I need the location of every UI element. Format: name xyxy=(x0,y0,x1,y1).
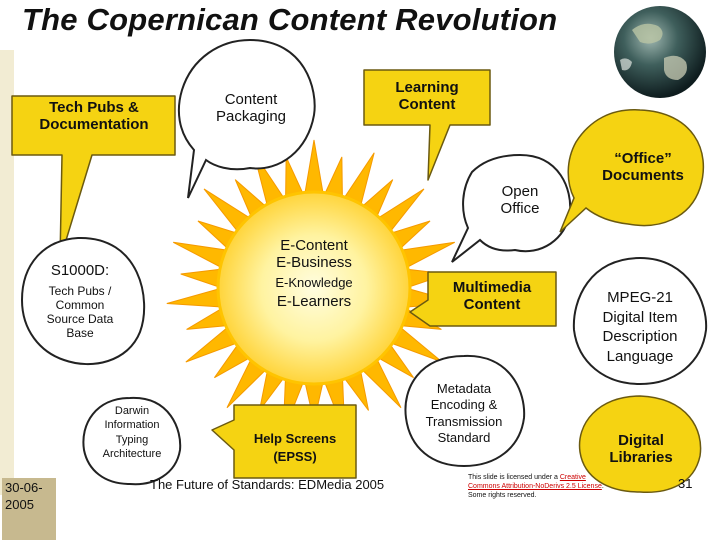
content-packaging-label: Content Packaging xyxy=(196,91,306,126)
content-packaging-bubble xyxy=(177,38,316,199)
mpeg21-line2: Digital Item xyxy=(602,308,678,326)
mpeg21-bubble xyxy=(572,256,708,386)
help-screens-callout-shape xyxy=(211,404,357,479)
darwin-line3: Typing xyxy=(115,433,149,446)
multimedia-label: Multimedia Content xyxy=(432,279,552,314)
s1000d-line2: Common xyxy=(55,298,105,313)
metadata-line1: Metadata xyxy=(436,381,492,396)
s1000d-heading: S1000D: xyxy=(50,262,110,279)
learning-content-line1: Learning xyxy=(395,79,459,96)
slide-title: The Copernican Content Revolution xyxy=(22,2,558,37)
digital-libraries-line1: Digital xyxy=(618,432,664,449)
multimedia-line2: Content xyxy=(463,296,521,314)
office-documents-line2: Documents xyxy=(602,167,684,185)
footer-center-text: The Future of Standards: EDMedia 2005 xyxy=(150,477,385,492)
footer-date: 30-06- 2005 xyxy=(2,478,56,540)
mpeg21-line1: MPEG-21 xyxy=(607,289,673,306)
help-screens-line2: (EPSS) xyxy=(273,448,317,464)
globe-icon xyxy=(614,6,706,98)
help-screens-label: Help Screens (EPSS) xyxy=(238,430,352,465)
tech-pubs-line1: Tech Pubs & xyxy=(49,99,139,116)
metadata-line3: Transmission xyxy=(425,413,503,429)
footer-date-line1: 30-06- xyxy=(5,480,43,495)
content-packaging-line1: Content xyxy=(224,91,278,108)
tech-pubs-line2: Documentation xyxy=(39,116,149,134)
s1000d-label: S1000D: Tech Pubs / Common Source Data B… xyxy=(24,262,136,340)
s1000d-line1: Tech Pubs / xyxy=(48,284,112,299)
mpeg21-line3: Description xyxy=(602,328,678,345)
metadata-line2: Encoding & xyxy=(430,397,498,413)
learning-content-callout-shape xyxy=(363,69,491,181)
sun-label-line1: E-Content xyxy=(280,237,348,254)
digital-libraries-line2: Libraries xyxy=(609,449,673,467)
tech-pubs-callout-shape xyxy=(11,95,176,261)
multimedia-callout-shape xyxy=(409,271,557,327)
s1000d-bubble xyxy=(20,236,146,366)
sun-label-line2: E-Business xyxy=(276,254,352,272)
footer-license: This slide is licensed under a Creative … xyxy=(468,474,618,500)
darwin-bubble xyxy=(82,396,182,486)
help-screens-line1: Help Screens xyxy=(253,431,337,446)
darwin-line2: Information xyxy=(104,419,160,432)
mpeg21-line4: Language xyxy=(606,347,674,365)
darwin-label: Darwin Information Typing Architecture xyxy=(90,404,174,461)
s1000d-line4: Base xyxy=(66,325,94,340)
s1000d-line3: Source Data xyxy=(46,311,114,326)
mpeg21-label: MPEG-21 Digital Item Description Languag… xyxy=(580,288,700,366)
license-prefix: This slide is licensed under a xyxy=(468,474,560,481)
darwin-line4: Architecture xyxy=(102,447,162,460)
left-accent-bar xyxy=(0,50,14,495)
sun-label: E-Content E-Business E-Knowledge E-Learn… xyxy=(254,237,374,311)
license-link[interactable]: Creative Commons Attribution-NoDerivs 2.… xyxy=(468,474,602,490)
tech-pubs-label: Tech Pubs & Documentation xyxy=(18,99,170,134)
metadata-label: Metadata Encoding & Transmission Standar… xyxy=(414,381,514,446)
office-documents-label: “Office” Documents xyxy=(588,150,698,185)
learning-content-label: Learning Content xyxy=(366,79,488,114)
office-documents-line1: “Office” xyxy=(614,150,672,167)
metadata-bubble xyxy=(404,354,526,468)
learning-content-line2: Content xyxy=(398,96,456,114)
sun-label-line4: E-Learners xyxy=(276,293,352,311)
digital-libraries-label: Digital Libraries xyxy=(586,432,696,467)
darwin-line1: Darwin xyxy=(114,405,150,417)
digital-libraries-callout-shape xyxy=(578,395,702,493)
footer-date-line2: 2005 xyxy=(5,496,34,512)
open-office-label: Open Office xyxy=(480,183,560,218)
multimedia-line1: Multimedia xyxy=(452,279,532,296)
license-suffix: . Some rights reserved. xyxy=(468,482,604,499)
office-documents-callout-shape xyxy=(559,109,705,233)
open-office-line2: Office xyxy=(500,200,540,218)
content-packaging-line2: Packaging xyxy=(215,108,287,126)
open-office-bubble xyxy=(451,153,572,263)
metadata-line4: Standard xyxy=(437,429,491,445)
page-number: 31 xyxy=(678,476,693,491)
open-office-line1: Open xyxy=(501,183,539,200)
sun-core xyxy=(216,190,412,386)
sun-label-line3: E-Knowledge xyxy=(275,274,353,290)
